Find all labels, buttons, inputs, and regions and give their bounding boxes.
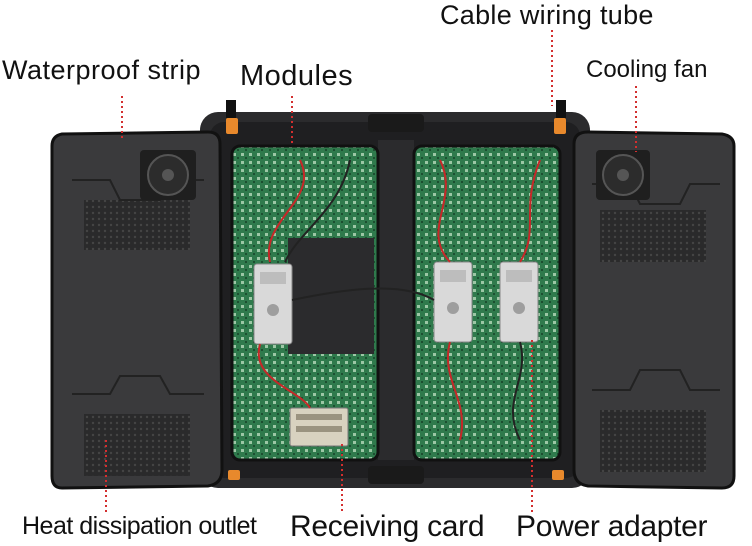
label-modules: Modules xyxy=(240,60,354,92)
door-right xyxy=(572,130,736,490)
receiving-card xyxy=(289,407,349,447)
label-cooling-fan: Cooling fan xyxy=(586,56,708,83)
label-power-adapter: Power adapter xyxy=(516,510,708,543)
door-left xyxy=(50,130,224,490)
wiring xyxy=(257,159,541,441)
label-heat-dissipation-outlet: Heat dissipation outlet xyxy=(22,512,257,540)
module-bay-right xyxy=(412,144,562,462)
label-receiving-card: Receiving card xyxy=(290,510,485,543)
power-supply-middle xyxy=(433,261,473,343)
label-cable-wiring-tube: Cable wiring tube xyxy=(440,0,654,30)
module-bay-left xyxy=(230,144,380,462)
cooling-fan-right xyxy=(596,150,650,200)
cooling-fan-left xyxy=(140,150,196,200)
label-waterproof-strip: Waterproof strip xyxy=(2,55,202,85)
power-supply-right xyxy=(499,261,539,343)
power-supply-left xyxy=(253,263,293,345)
corner-plugs xyxy=(226,100,566,480)
leader-lines xyxy=(105,30,637,512)
